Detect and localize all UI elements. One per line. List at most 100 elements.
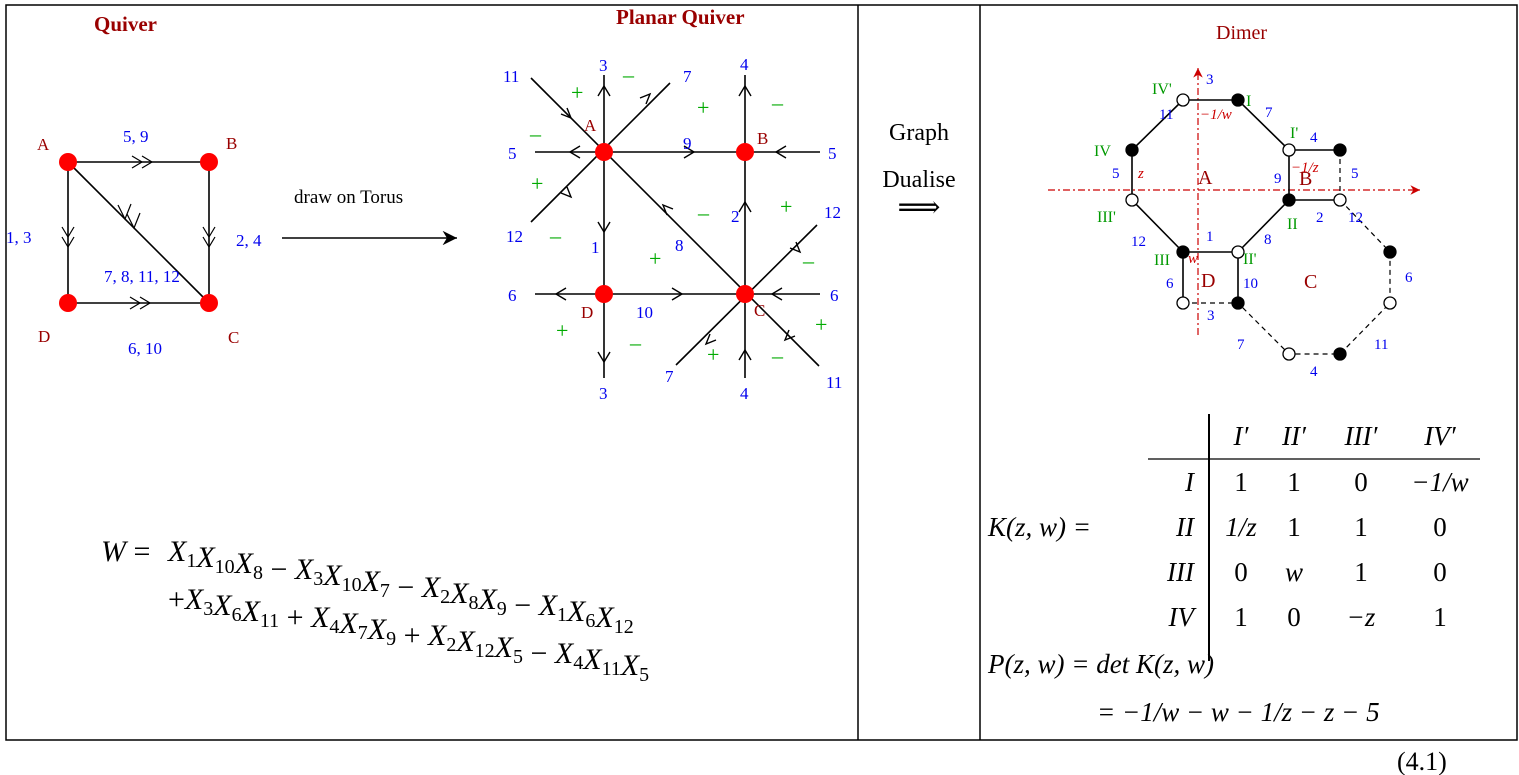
minus-sign: – bbox=[529, 121, 542, 146]
dimer-weight: z bbox=[1137, 166, 1144, 182]
dimer-edge-label: 7 bbox=[1237, 337, 1245, 353]
matrix-row-header: III bbox=[1166, 557, 1196, 587]
planar-edge-label: 7 bbox=[683, 67, 692, 86]
quiver-edge-ca: 7, 8, 11, 12 bbox=[104, 267, 180, 286]
planar-edge-label: 12 bbox=[506, 227, 523, 246]
dimer-white-node bbox=[1231, 245, 1245, 259]
draw-on-torus-label: draw on Torus bbox=[294, 187, 403, 208]
matrix-cell: 0 bbox=[1433, 512, 1447, 542]
dimer-black-node bbox=[1383, 245, 1397, 259]
quiver-title: Quiver bbox=[94, 12, 157, 36]
dimer-edge-label: 5 bbox=[1351, 166, 1359, 182]
quiver-node-d bbox=[59, 294, 77, 312]
kasteleyn-lhs: K(z, w) = bbox=[987, 512, 1091, 542]
dimer-diagram: Dimer bbox=[1048, 22, 1420, 380]
dimer-edge-label: 12 bbox=[1348, 210, 1363, 226]
matrix-cell: 1 bbox=[1354, 512, 1368, 542]
plus-sign: + bbox=[707, 342, 719, 367]
dimer-edge-label: 1 bbox=[1206, 229, 1214, 245]
plus-sign: + bbox=[649, 246, 661, 271]
matrix-cell: 0 bbox=[1287, 602, 1301, 632]
matrix-cell: w bbox=[1285, 557, 1303, 587]
matrix-cell: −z bbox=[1347, 602, 1376, 632]
planar-edge-label: 5 bbox=[828, 144, 837, 163]
planar-edge-label: 9 bbox=[683, 134, 692, 153]
superpotential-line-2: +X3X6X11 + X4X7X9 + X2X12X5 − X4X11X5 bbox=[168, 583, 649, 686]
quiver-edge-bc: 2, 4 bbox=[236, 231, 262, 250]
dimer-edge-label: 3 bbox=[1207, 308, 1215, 324]
matrix-col-header: I′ bbox=[1233, 421, 1250, 451]
newton-polynomial-line-2: = −1/w − w − 1/z − z − 5 bbox=[1097, 697, 1380, 727]
matrix-cell: 0 bbox=[1433, 557, 1447, 587]
matrix-cell: 1 bbox=[1287, 467, 1301, 497]
quiver-label-b: B bbox=[226, 134, 237, 153]
matrix-row-header: I bbox=[1184, 467, 1196, 497]
planar-label-a: A bbox=[584, 116, 597, 135]
dimer-weight: −1/w bbox=[1200, 107, 1232, 123]
matrix-col-header: III′ bbox=[1344, 421, 1379, 451]
dualise-label: Dualise bbox=[882, 167, 955, 193]
dimer-node-label: II bbox=[1287, 216, 1298, 233]
panel-frame bbox=[5, 4, 1518, 741]
planar-edge-label: 5 bbox=[508, 144, 517, 163]
planar-edge-label: 10 bbox=[636, 303, 653, 322]
quiver-edge-ab: 5, 9 bbox=[123, 127, 149, 146]
matrix-cell: 0 bbox=[1234, 557, 1248, 587]
dimer-edge-label: 3 bbox=[1206, 72, 1214, 88]
planar-label-d: D bbox=[581, 303, 593, 322]
dimer-weight: −1/z bbox=[1291, 160, 1319, 176]
dimer-edge-label: 10 bbox=[1243, 276, 1258, 292]
dimer-black-node bbox=[1333, 143, 1347, 157]
dimer-white-node bbox=[1333, 193, 1347, 207]
matrix-col-header: IV′ bbox=[1423, 421, 1456, 451]
dimer-edge-label: 5 bbox=[1112, 166, 1120, 182]
quiver-node-b bbox=[200, 153, 218, 171]
quiver-label-a: A bbox=[37, 135, 50, 154]
dimer-title: Dimer bbox=[1216, 22, 1267, 44]
dimer-edge-label: 11 bbox=[1374, 337, 1388, 353]
minus-sign: – bbox=[802, 248, 815, 273]
planar-edge-label: 4 bbox=[740, 384, 749, 403]
planar-edge-label: 4 bbox=[740, 55, 749, 74]
dimer-node-label: IV bbox=[1094, 143, 1111, 160]
planar-edge-label: 1 bbox=[591, 238, 600, 257]
matrix-cell: 1 bbox=[1354, 557, 1368, 587]
planar-edge-label: 11 bbox=[503, 67, 519, 86]
planar-label-c: C bbox=[754, 301, 765, 320]
dimer-node-label: III' bbox=[1097, 209, 1116, 226]
matrix-cell: 1 bbox=[1287, 512, 1301, 542]
dimer-edge-label: 7 bbox=[1265, 105, 1273, 121]
dimer-edge-label: 6 bbox=[1166, 276, 1174, 292]
plus-sign: + bbox=[815, 312, 827, 337]
dimer-black-node bbox=[1282, 193, 1296, 207]
minus-sign: – bbox=[771, 343, 784, 368]
superpotential-lhs: W = bbox=[101, 535, 150, 568]
dimer-node-label: III bbox=[1154, 252, 1170, 269]
planar-edge-label: 3 bbox=[599, 56, 608, 75]
matrix-row-header: IV bbox=[1168, 602, 1198, 632]
planar-quiver-diagram: Planar Quiver bbox=[503, 5, 842, 403]
plus-sign: + bbox=[697, 95, 709, 120]
dimer-face-label: B bbox=[1299, 168, 1312, 190]
plus-sign: + bbox=[571, 80, 583, 105]
dimer-edge-label: 11 bbox=[1159, 107, 1173, 123]
quiver-diagram: Quiver A B C D 5, 9 2, 4 6, 10 1, 3 7, 8… bbox=[6, 12, 457, 358]
planar-edge-label: 7 bbox=[665, 367, 674, 386]
planar-edge-label: 6 bbox=[508, 286, 517, 305]
dimer-edge-label: 9 bbox=[1274, 171, 1282, 187]
equation-number: (4.1) bbox=[1397, 747, 1447, 775]
plus-sign: + bbox=[556, 318, 568, 343]
implies-arrow-icon: ⟹ bbox=[897, 191, 940, 224]
dimer-black-node bbox=[1231, 93, 1245, 107]
dimer-weight: w bbox=[1188, 251, 1198, 267]
dimer-white-node bbox=[1282, 347, 1296, 361]
planar-edge-label: 3 bbox=[599, 384, 608, 403]
superpotential: W = X1X10X8 − X3X10X7 − X2X8X9 − X1X6X12… bbox=[101, 535, 649, 686]
graph-label: Graph bbox=[889, 120, 949, 146]
minus-sign: – bbox=[771, 90, 784, 115]
planar-edge-label: 11 bbox=[826, 373, 842, 392]
matrix-cell: 0 bbox=[1354, 467, 1368, 497]
dimer-white-node bbox=[1176, 93, 1190, 107]
